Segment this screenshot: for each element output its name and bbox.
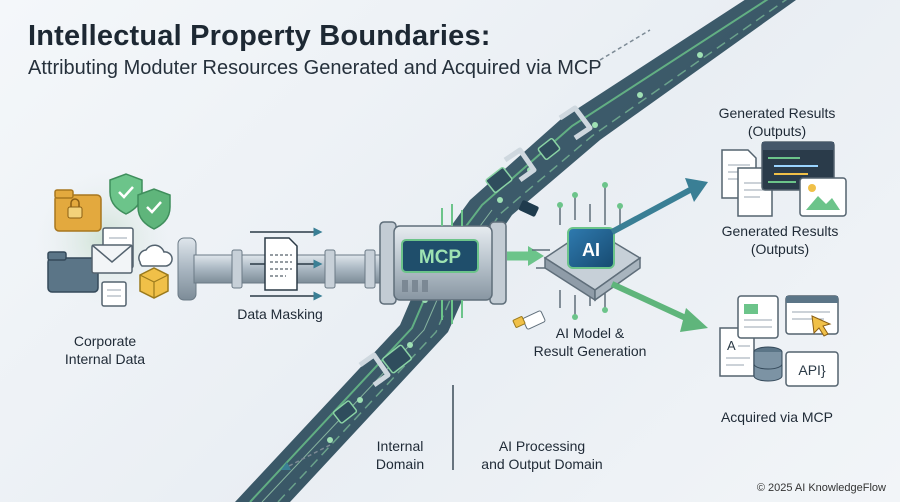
svg-text:A: A <box>727 338 736 353</box>
ai-chip-label: AI <box>582 240 600 260</box>
data-masking-label: Data Masking <box>237 306 323 322</box>
acquired-resources-icons: A API} <box>719 295 839 387</box>
data-masking-icon <box>250 227 323 301</box>
corporate-data-cluster <box>35 170 175 310</box>
ai-chip: AI <box>512 182 642 330</box>
mcp-label: MCP <box>419 247 462 268</box>
generated-results-top-label: Generated Results (Outputs) <box>718 105 836 139</box>
generated-results-icons <box>721 141 847 217</box>
page-title: Intellectual Property Boundaries: <box>28 20 491 52</box>
ai-model-label: AI Model & Result Generation <box>533 325 647 359</box>
api-badge: API} <box>798 362 826 378</box>
ai-processing-domain-label: AI Processing and Output Domain <box>481 438 603 472</box>
copyright-notice: © 2025 AI KnowledgeFlow <box>756 482 886 494</box>
page-subtitle: Attributing Moduter Resources Generated … <box>28 57 602 79</box>
generated-results-mid-label: Generated Results (Outputs) <box>721 223 839 257</box>
corporate-data-label: Corporate Internal Data <box>64 333 146 367</box>
acquired-mcp-label: Acquired via MCP <box>720 409 834 425</box>
internal-domain-label: Internal Domain <box>375 438 425 472</box>
mcp-module: MCP <box>379 204 507 324</box>
